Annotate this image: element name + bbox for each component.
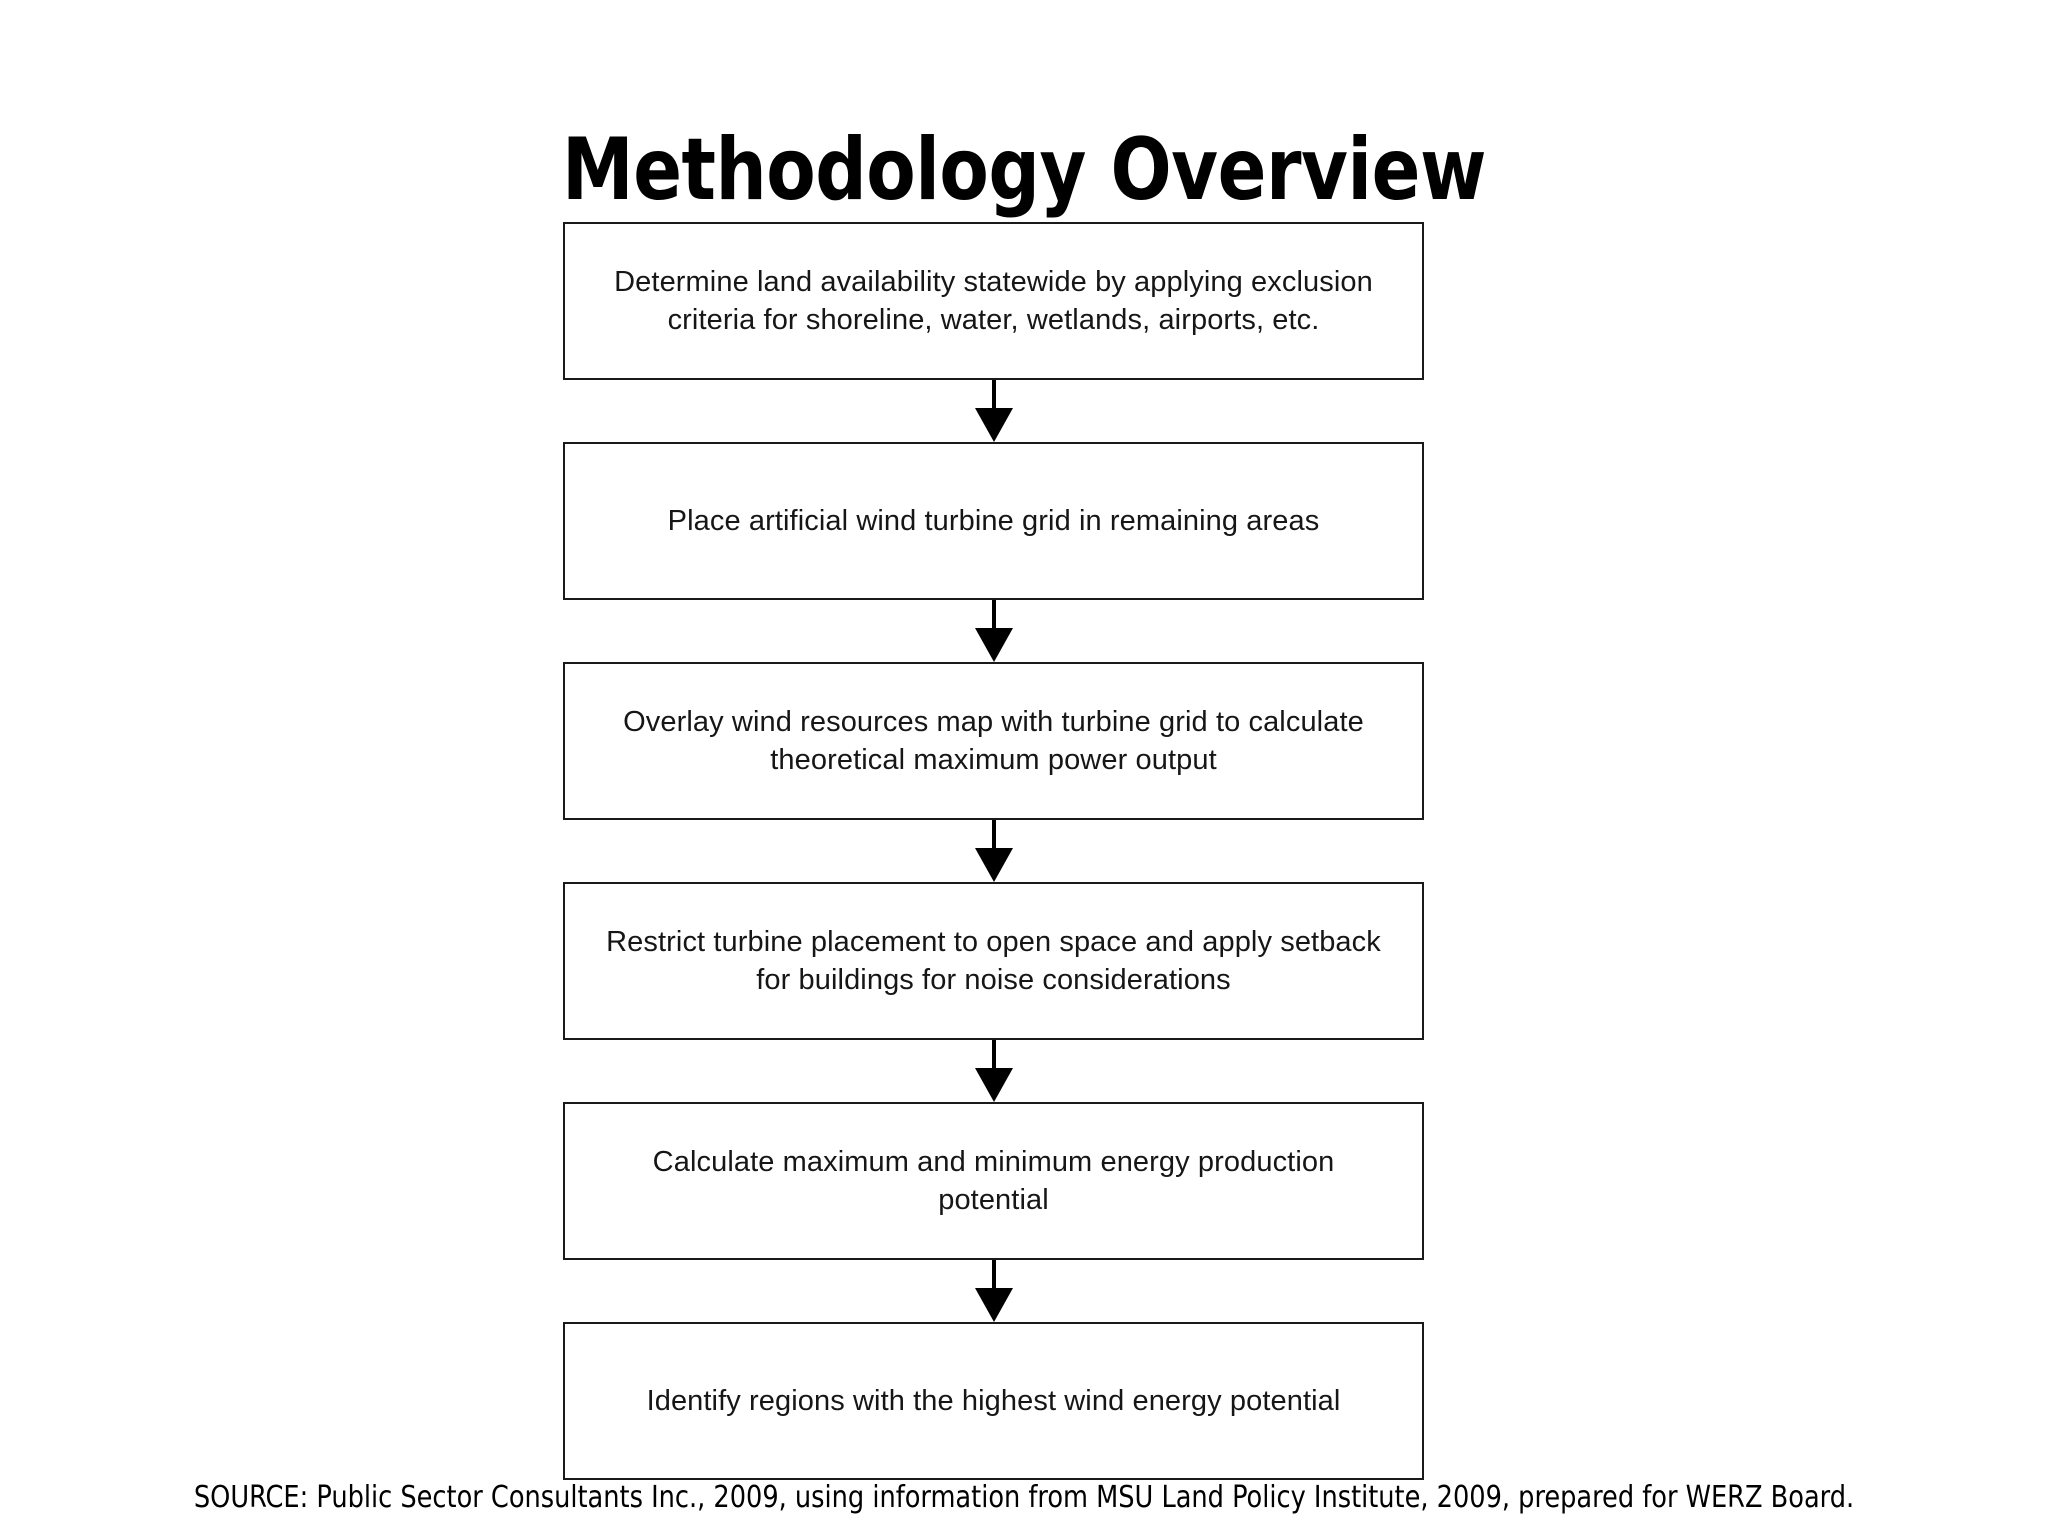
flow-step-3: Overlay wind resources map with turbine … — [563, 662, 1424, 820]
flow-step-1-label: Determine land availability statewide by… — [614, 266, 1373, 336]
arrow-line-icon — [991, 1260, 996, 1304]
arrow-step-4-to-5 — [563, 1040, 1424, 1102]
flow-step-4-label: Restrict turbine placement to open space… — [606, 926, 1381, 996]
arrow-line-icon — [991, 600, 996, 644]
arrow-line-icon — [991, 820, 996, 864]
arrow-step-2-to-3 — [563, 600, 1424, 662]
source-note: SOURCE: Public Sector Consultants Inc., … — [193, 1480, 1855, 1515]
flow-step-6: Identify regions with the highest wind e… — [563, 1322, 1424, 1480]
methodology-flowchart: Determine land availability statewide by… — [563, 222, 1424, 1480]
arrow-line-icon — [991, 380, 996, 424]
arrow-step-5-to-6 — [563, 1260, 1424, 1322]
flow-step-1: Determine land availability statewide by… — [563, 222, 1424, 380]
arrow-step-3-to-4 — [563, 820, 1424, 882]
flow-step-5-label: Calculate maximum and minimum energy pro… — [652, 1146, 1335, 1216]
flow-step-2: Place artificial wind turbine grid in re… — [563, 442, 1424, 600]
arrow-down-icon — [974, 628, 1013, 662]
arrow-line-icon — [991, 1040, 996, 1084]
flow-step-4: Restrict turbine placement to open space… — [563, 882, 1424, 1040]
arrow-down-icon — [974, 1288, 1013, 1322]
arrow-down-icon — [974, 408, 1013, 442]
flow-step-2-label: Place artificial wind turbine grid in re… — [667, 505, 1320, 537]
arrow-down-icon — [974, 848, 1013, 882]
arrow-down-icon — [974, 1068, 1013, 1102]
page-title: Methodology Overview — [562, 119, 1486, 220]
flow-step-6-label: Identify regions with the highest wind e… — [646, 1385, 1341, 1417]
flow-step-3-label: Overlay wind resources map with turbine … — [623, 706, 1364, 776]
flow-step-5: Calculate maximum and minimum energy pro… — [563, 1102, 1424, 1260]
arrow-step-1-to-2 — [563, 380, 1424, 442]
